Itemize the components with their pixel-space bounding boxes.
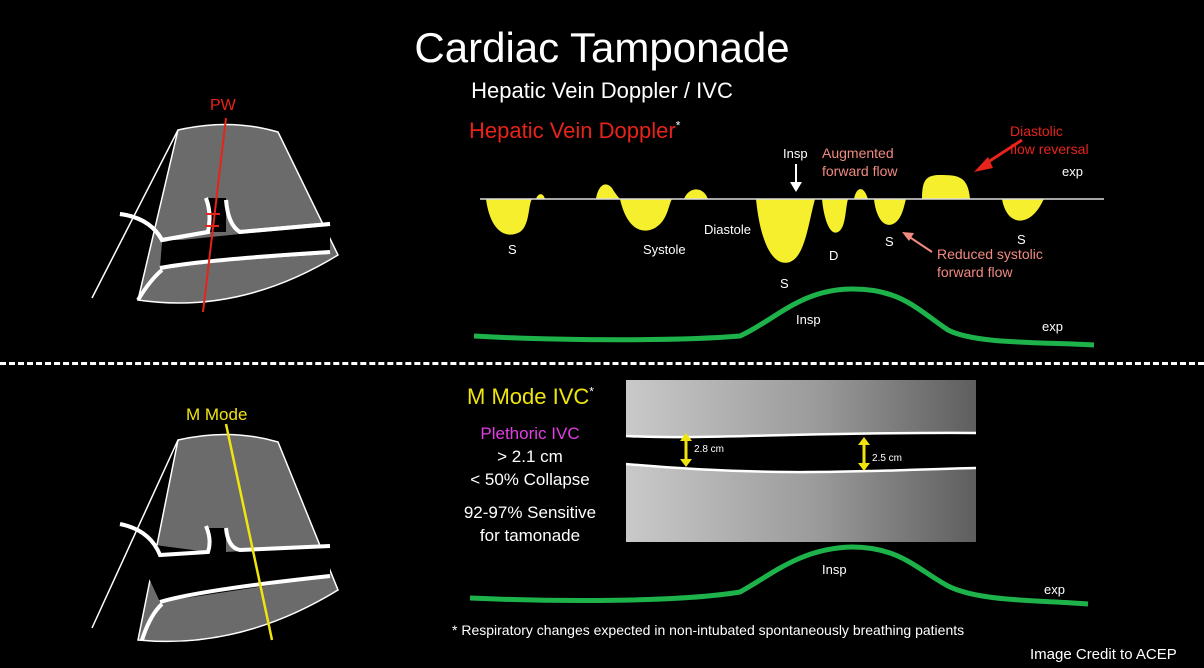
reduced-forward-flow-label: forward flow bbox=[937, 264, 1013, 280]
doppler-label-systole: Systole bbox=[643, 242, 686, 257]
forward-flow-label: forward flow bbox=[822, 163, 898, 179]
doppler-label-d-big: D bbox=[942, 208, 951, 223]
doppler-label-diastole: Diastole bbox=[704, 222, 751, 237]
doppler-label-d1: D bbox=[829, 248, 838, 263]
measure-arrow-2-icon bbox=[858, 437, 870, 471]
hepatic-doppler-title: Hepatic Vein Doppler* bbox=[469, 118, 680, 144]
doppler-label-s-deep: S bbox=[780, 276, 789, 291]
footnote: * Respiratory changes expected in non-in… bbox=[452, 622, 965, 638]
bottom-resp-exp-label: exp bbox=[1044, 582, 1065, 597]
mmode-label: M Mode bbox=[186, 405, 248, 424]
mmode-ivc-image bbox=[625, 380, 977, 542]
bottom-resp-insp-label: Insp bbox=[822, 562, 847, 577]
measure-arrow-1-icon bbox=[680, 433, 692, 467]
page-title: Cardiac Tamponade bbox=[414, 24, 790, 71]
top-respiratory-curve bbox=[473, 286, 1095, 348]
mmode-beam-line bbox=[224, 423, 274, 641]
doppler-waveform bbox=[480, 175, 1104, 263]
doppler-waveform-fill bbox=[486, 175, 1044, 263]
measure-2-label: 2.5 cm bbox=[872, 453, 902, 464]
diastolic-label: Diastolic bbox=[1010, 123, 1063, 139]
top-resp-exp-label: exp bbox=[1042, 319, 1063, 334]
plethoric-ivc-label: Plethoric IVC bbox=[480, 424, 580, 443]
sensitivity-line-1: 92-97% Sensitive bbox=[463, 503, 597, 522]
flow-reversal-label: flow reversal bbox=[1010, 141, 1089, 157]
section-divider bbox=[0, 362, 1204, 365]
hepatic-doppler-asterisk: * bbox=[675, 118, 681, 133]
mmode-criteria: Plethoric IVC > 2.1 cm < 50% Collapse 92… bbox=[440, 422, 620, 547]
doppler-label-s3: S bbox=[1017, 232, 1026, 247]
doppler-label-s1: S bbox=[508, 242, 517, 257]
mmode-ivc-title: M Mode IVC* bbox=[467, 384, 594, 410]
criterion-collapse: < 50% Collapse bbox=[470, 470, 590, 489]
top-ultrasound-sector bbox=[91, 117, 339, 313]
criterion-diameter: > 2.1 cm bbox=[497, 447, 563, 466]
bottom-ultrasound-sector bbox=[91, 423, 339, 643]
doppler-label-s2: S bbox=[885, 234, 894, 249]
insp-down-arrow-icon bbox=[790, 164, 802, 192]
reduced-systolic-arrow-icon bbox=[902, 232, 933, 253]
measure-1-label: 2.8 cm bbox=[694, 444, 724, 455]
hepatic-doppler-title-text: Hepatic Vein Doppler bbox=[469, 118, 676, 143]
sensitivity-line-2: for tamonade bbox=[479, 526, 581, 545]
top-resp-insp-label: Insp bbox=[796, 312, 821, 327]
insp-arrow-label: Insp bbox=[783, 146, 808, 161]
flow-reversal-arrow-icon bbox=[974, 138, 1023, 172]
mmode-ivc-asterisk: * bbox=[589, 384, 594, 399]
mmode-ivc-title-text: M Mode IVC bbox=[467, 384, 590, 409]
doppler-exp-label: exp bbox=[1062, 164, 1083, 179]
pw-label: PW bbox=[210, 97, 236, 114]
reduced-systolic-label: Reduced systolic bbox=[937, 246, 1043, 262]
augmented-label: Augmented bbox=[822, 145, 894, 161]
image-credit: Image Credit to ACEP bbox=[1030, 646, 1177, 663]
page-subtitle: Hepatic Vein Doppler / IVC bbox=[471, 78, 733, 103]
bottom-respiratory-curve bbox=[469, 544, 1089, 607]
